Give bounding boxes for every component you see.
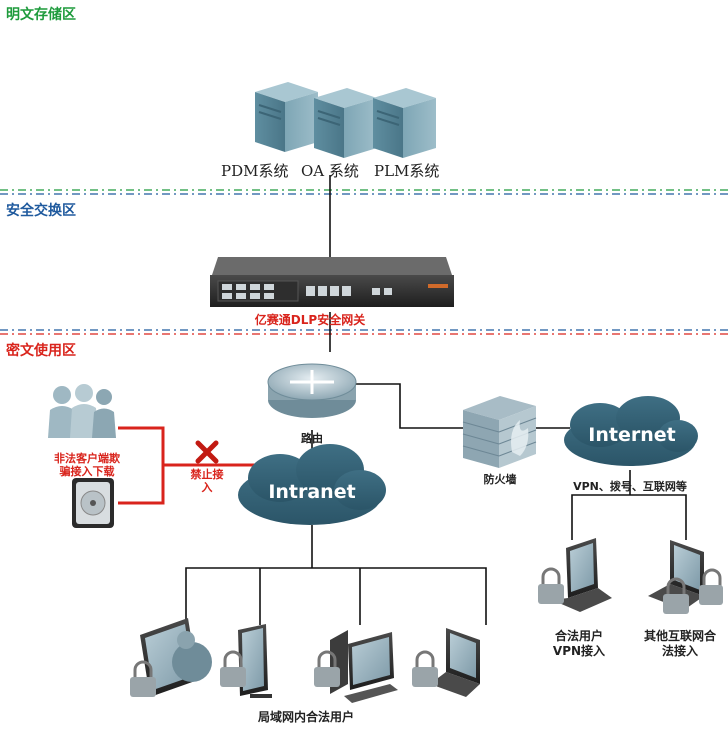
server-icon xyxy=(314,88,377,158)
connection-lines xyxy=(185,175,687,625)
lock-icon xyxy=(412,650,438,687)
lock-icon xyxy=(314,650,340,687)
blocked-path xyxy=(118,426,265,505)
lock-icon xyxy=(538,567,564,604)
firewall-label: 防火墙 xyxy=(483,473,517,486)
laptop-icon xyxy=(552,538,612,612)
zone-label-exchange: 安全交换区 xyxy=(6,203,76,219)
internet-label: Internet xyxy=(588,424,676,446)
router-label: 路由 xyxy=(301,432,323,445)
cloud-icon xyxy=(564,396,698,466)
other-internet-label: 其他互联网合法接入 xyxy=(644,629,717,658)
lock-icon xyxy=(663,577,689,614)
lock-icon xyxy=(130,660,156,697)
server-label-pdm: PDM系统 xyxy=(221,162,289,180)
server-icon xyxy=(373,88,436,158)
server-label-oa: OA 系统 xyxy=(301,162,359,180)
blocked-label: 禁止接入 xyxy=(190,468,224,494)
server-icon xyxy=(255,82,318,152)
lock-icon xyxy=(220,650,246,687)
firewall-icon xyxy=(462,396,537,468)
legal-vpn-label: 合法用户VPN接入 xyxy=(552,629,606,658)
router-icon xyxy=(267,363,357,418)
server-label-plm: PLM系统 xyxy=(374,162,440,180)
intranet-label: Intranet xyxy=(268,481,356,503)
hard-drive-icon xyxy=(72,478,114,528)
zone-label-plaintext: 明文存储区 xyxy=(6,7,76,23)
laptop-icon xyxy=(430,628,480,697)
zone-separators xyxy=(0,189,728,335)
illegal-client-label: 非法客户端欺骗接入下载 xyxy=(54,452,120,478)
lock-icon xyxy=(699,568,723,605)
monitor-icon xyxy=(140,618,212,697)
zone-label-ciphertext: 密文使用区 xyxy=(6,343,76,359)
lan-users-label: 局域网内合法用户 xyxy=(257,710,354,724)
gateway-device-icon xyxy=(210,257,454,307)
cloud-icon xyxy=(238,444,386,525)
gateway-label: 亿赛通DLP安全网关 xyxy=(254,313,366,327)
block-x-icon xyxy=(195,440,219,464)
desktop-icon xyxy=(330,630,398,703)
internet-access-label: VPN、拨号、互联网等 xyxy=(573,480,687,493)
user-group-icon xyxy=(48,384,116,438)
